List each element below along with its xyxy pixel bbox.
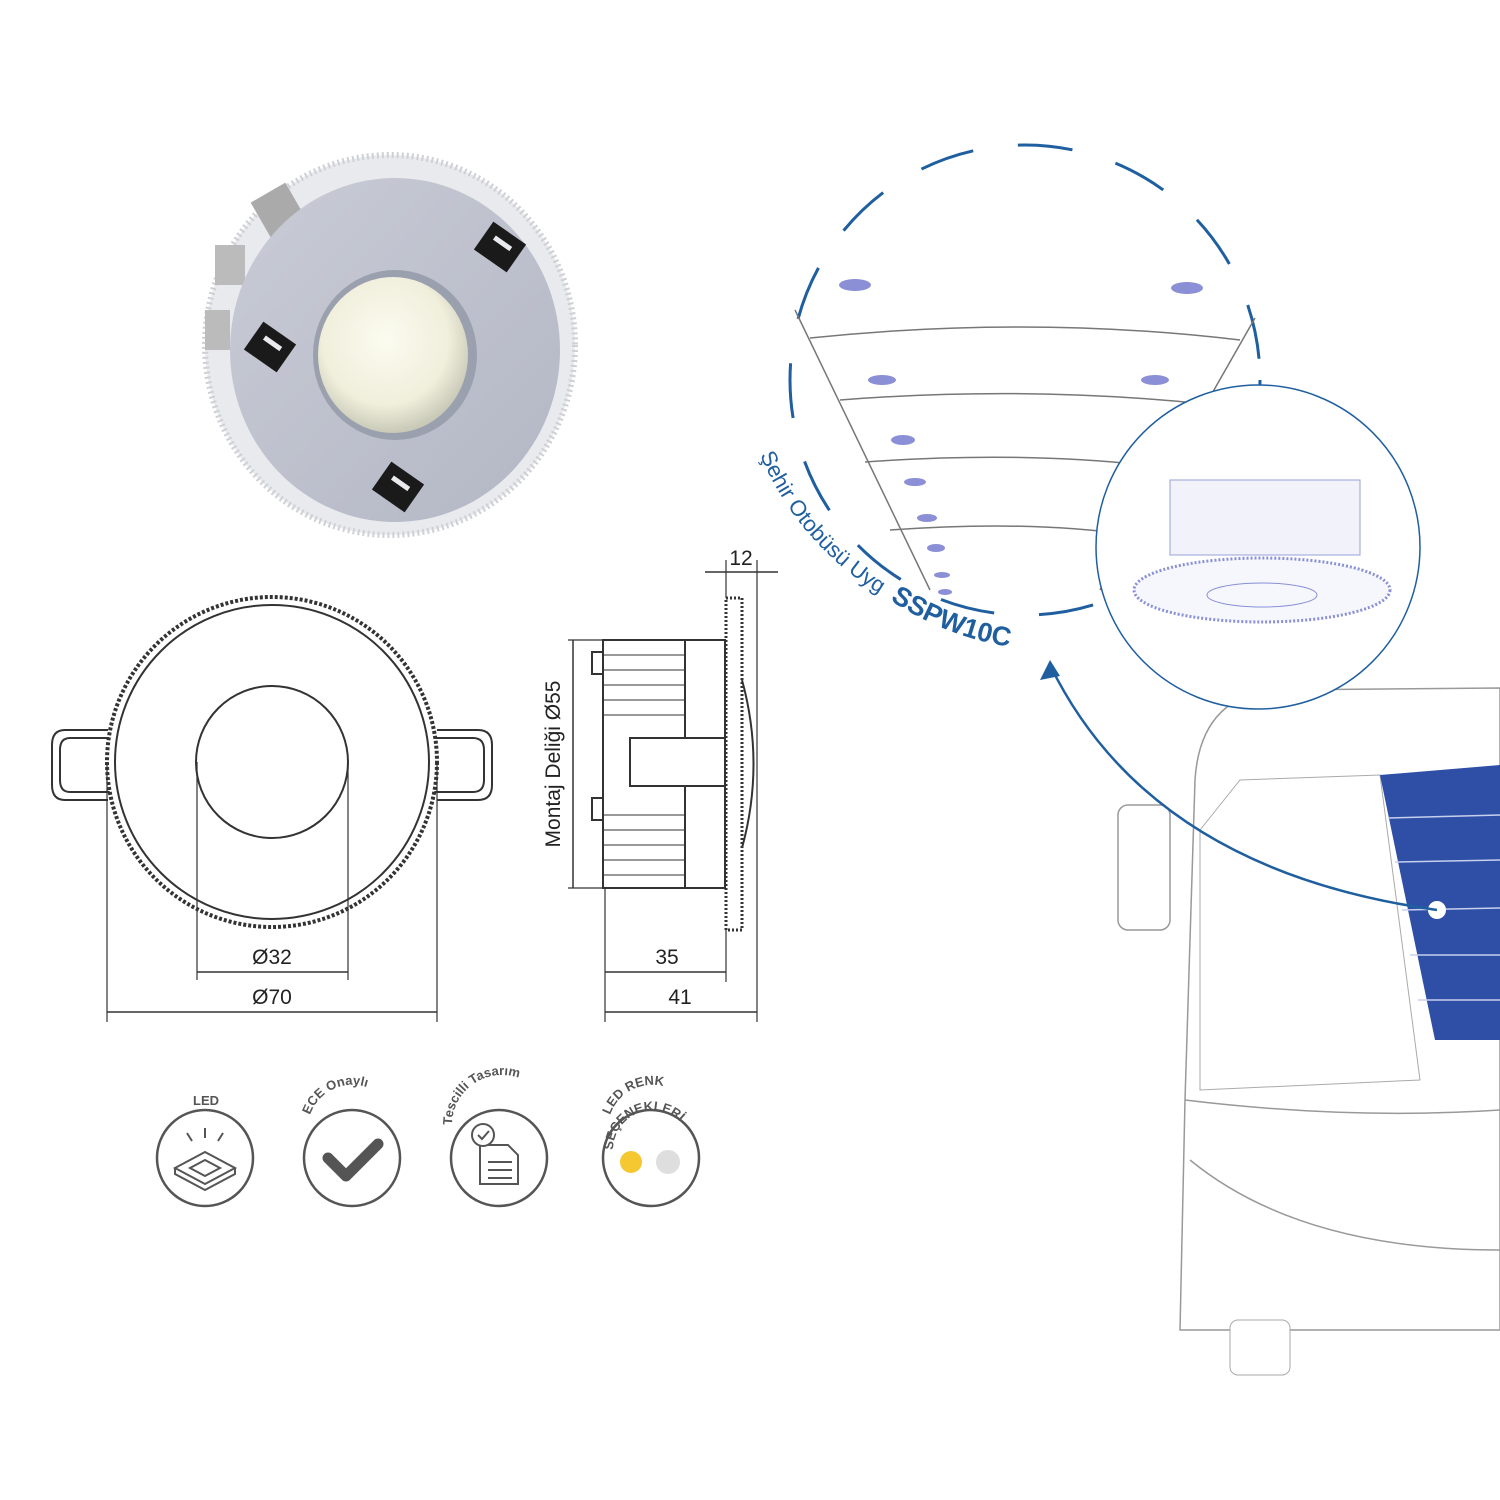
feature-label: LED (193, 1093, 219, 1108)
feature-color-options: LED RENK SEÇENEKLERİ (599, 1073, 701, 1208)
registered-document-icon (471, 1123, 519, 1185)
led-chip-icon (172, 1128, 238, 1192)
feature-label: Tescilli Tasarım (440, 1063, 522, 1125)
feature-registered: Tescilli Tasarım (440, 1063, 549, 1208)
total-depth-label: 41 (668, 986, 691, 1009)
product-zoom-circle (1095, 384, 1421, 710)
color-options-icon (620, 1150, 680, 1174)
flange-thickness-label: 12 (729, 547, 752, 570)
front-view-drawing (51, 595, 493, 1022)
logo-mark-icon (243, 221, 527, 513)
product-photo (202, 152, 578, 538)
led-lens (318, 277, 468, 433)
body-depth-label: 35 (655, 946, 678, 969)
feature-led: LED (155, 1093, 255, 1208)
application-label: Şehir Otobüsü Uyg (755, 447, 890, 598)
feature-ece: ECE Onaylı (299, 1073, 402, 1208)
inner-diameter-label: Ø32 (252, 946, 292, 969)
mounting-hole-label: Montaj Deliği Ø55 (542, 681, 565, 848)
checkmark-icon (322, 1138, 384, 1182)
outer-diameter-label: Ø70 (252, 986, 292, 1009)
callout-arrow (1048, 664, 1438, 912)
bus-illustration (1040, 660, 1500, 1376)
side-view-drawing (568, 560, 778, 1022)
